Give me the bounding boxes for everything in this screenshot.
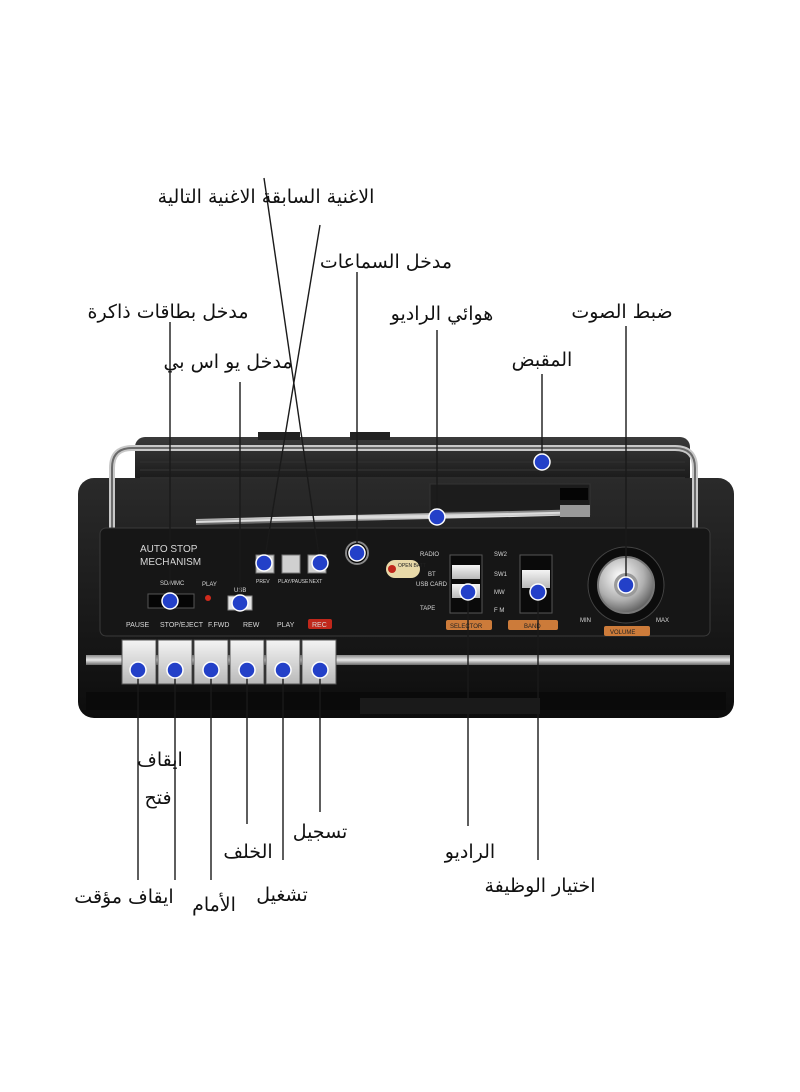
device: AUTO STOP MECHANISM SD/MMC PLAY USB PREV… bbox=[78, 432, 734, 718]
band-label: BAND bbox=[524, 624, 541, 630]
open-batt-label: OPEN BATT bbox=[398, 563, 426, 569]
callout-handle: المقبض bbox=[512, 349, 573, 371]
auto-stop-label: AUTO STOP bbox=[140, 544, 198, 555]
leader-lines bbox=[137, 177, 627, 880]
volume-dot bbox=[617, 576, 635, 594]
fm-label: F M bbox=[494, 608, 504, 614]
callout-function-select: اختيار الوظيفة bbox=[484, 875, 595, 897]
callout-rewind: الخلف bbox=[223, 841, 272, 863]
stop-eject-key-label: STOP/EJECT bbox=[160, 622, 204, 629]
bt-label: BT bbox=[428, 572, 436, 578]
prev-label: PREV bbox=[256, 579, 270, 585]
callout-radio-antenna: هوائي الراديو bbox=[390, 303, 494, 325]
radio-label: RADIO bbox=[420, 552, 439, 558]
callout-forward: الأمام bbox=[192, 893, 236, 916]
sw2-label: SW2 bbox=[494, 552, 508, 558]
callout-radio: الراديو bbox=[444, 841, 495, 863]
next-label: NEXT bbox=[309, 579, 322, 585]
rec-key-label: REC bbox=[312, 622, 327, 629]
selector-label: SELECTOR bbox=[450, 624, 483, 630]
pause-key-label: PAUSE bbox=[126, 622, 150, 629]
min-label: MIN bbox=[580, 618, 591, 624]
callout-record: تسجيل bbox=[293, 821, 348, 843]
max-label: MAX bbox=[656, 618, 669, 624]
headphone-dot bbox=[348, 544, 366, 562]
record-dot bbox=[311, 661, 329, 679]
ffwd-key-label: F.FWD bbox=[208, 622, 229, 629]
antenna-dot bbox=[428, 508, 446, 526]
prev-dot bbox=[255, 554, 273, 572]
tape-label: TAPE bbox=[420, 606, 435, 612]
stop-dot bbox=[166, 661, 184, 679]
chrome-trim bbox=[86, 655, 730, 665]
pause-dot bbox=[129, 661, 147, 679]
radio-dot bbox=[459, 583, 477, 601]
antenna bbox=[195, 505, 591, 525]
play-pause-button[interactable] bbox=[281, 554, 301, 574]
play-pause-label: PLAY/PAUSE bbox=[278, 579, 309, 585]
usb-card-label: USB CARD bbox=[416, 582, 448, 588]
sd-mmc-label: SD/MMC bbox=[160, 581, 185, 587]
callout-labels: الاغنية السابقة الاغنية التالية مدخل الس… bbox=[74, 186, 672, 916]
callout-stop: ايقاف bbox=[137, 749, 183, 771]
handle-dot bbox=[533, 453, 551, 471]
play-indicator-label: PLAY bbox=[202, 582, 217, 588]
usb-dot bbox=[231, 594, 249, 612]
next-dot bbox=[311, 554, 329, 572]
rew-key-label: REW bbox=[243, 622, 260, 629]
callout-pause: ايقاف مؤقت bbox=[74, 886, 173, 908]
callout-prev-next: الاغنية السابقة الاغنية التالية bbox=[158, 186, 375, 208]
callout-headphone: مدخل السماعات bbox=[320, 251, 452, 273]
play-key-label: PLAY bbox=[277, 622, 295, 629]
forward-dot bbox=[202, 661, 220, 679]
mw-label: MW bbox=[494, 590, 505, 596]
sw1-label: SW1 bbox=[494, 572, 508, 578]
callout-play: تشغيل bbox=[256, 884, 308, 906]
callout-usb-port: مدخل يو اس بي bbox=[163, 351, 292, 373]
callout-open: فتح bbox=[144, 787, 171, 809]
callout-volume: ضبط الصوت bbox=[571, 301, 672, 323]
callout-memory-card: مدخل بطاقات ذاكرة bbox=[87, 301, 248, 323]
marker-dots bbox=[129, 453, 635, 679]
rewind-dot bbox=[238, 661, 256, 679]
volume-label: VOLUME bbox=[610, 630, 635, 636]
play-dot bbox=[274, 661, 292, 679]
function-select-dot bbox=[529, 583, 547, 601]
memory-card-dot bbox=[161, 592, 179, 610]
top-grille bbox=[140, 461, 685, 479]
